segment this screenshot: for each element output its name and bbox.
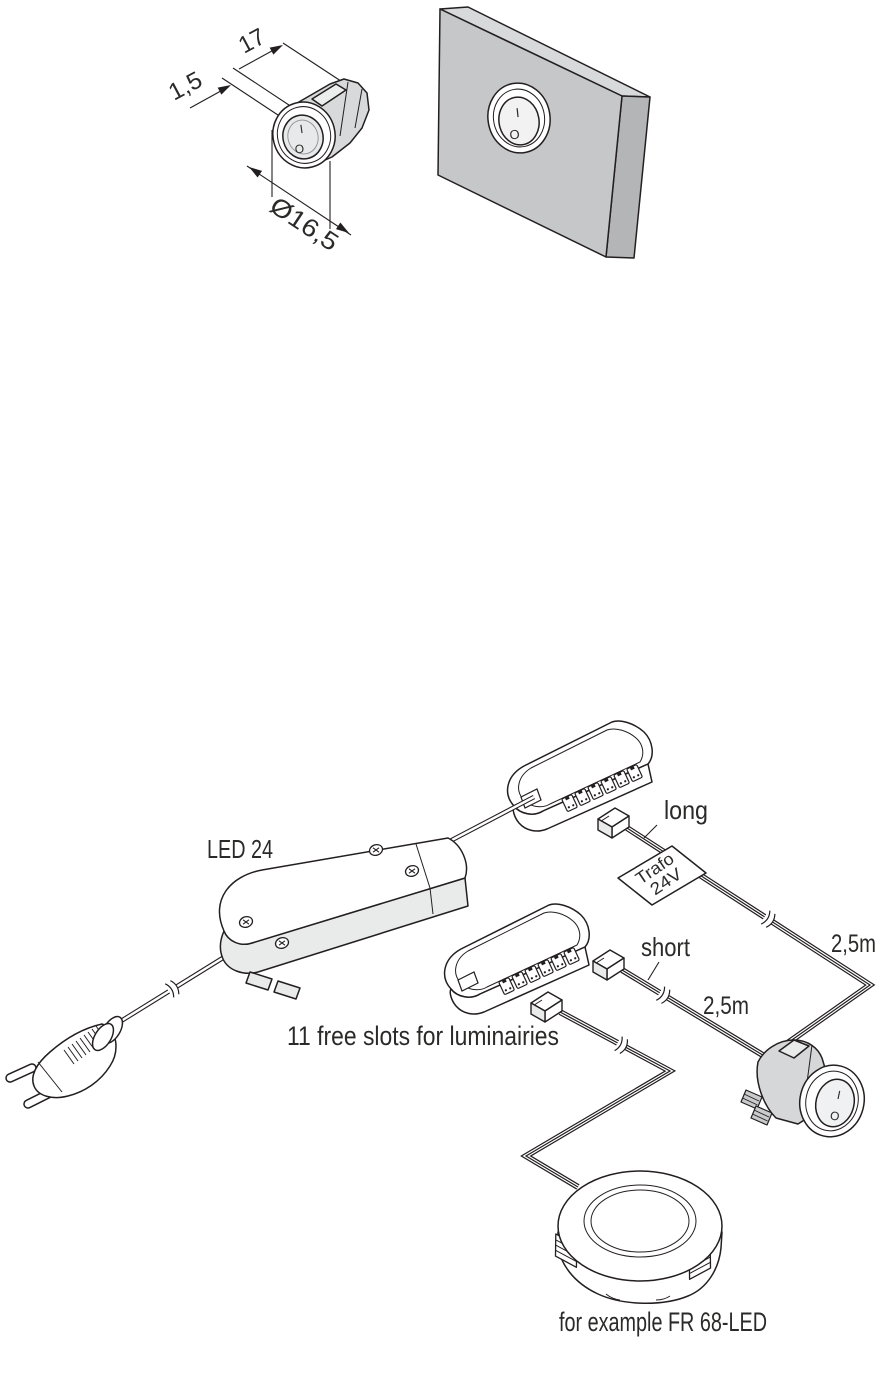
switch-body-facet-1 (339, 81, 349, 137)
extension-line-bezel-front (221, 77, 285, 120)
wall-panel-illustration: I O (437, 6, 651, 259)
plug-grommet-inner (91, 1022, 115, 1052)
luminaire-lens (590, 1189, 690, 1253)
plug-connector-long (597, 807, 630, 839)
luminaire-ring-mid (583, 1184, 697, 1258)
switch-rocker (282, 114, 324, 160)
short-label-leader (647, 961, 660, 981)
wiring-diagram: LED 24 Trafo (5, 720, 876, 1337)
luminaire-bottom-tab-1 (605, 1293, 621, 1301)
plug-connector-luminaire (530, 991, 563, 1023)
wired-switch-mark-on: I (836, 1088, 842, 1102)
led24-driver (218, 837, 469, 1000)
recessed-luminaire (551, 1170, 723, 1304)
dimension-depth-label: 17 (234, 23, 270, 59)
wired-switch-mark-off: O (829, 1108, 841, 1124)
switch-key-tab (311, 83, 347, 107)
panel-switch-mark-on: I (515, 105, 520, 120)
panel-switch-mark-off: O (509, 127, 521, 143)
short-length-label: 2,5m (703, 992, 749, 1020)
slots-note: 11 free slots for luminairies (287, 1021, 559, 1051)
short-label: short (641, 932, 691, 962)
driver-mount-clip-1 (245, 971, 273, 991)
switch-body-facet-2 (354, 88, 363, 129)
wired-switch-bezel-ring (805, 1070, 859, 1132)
arrowhead-depth (269, 45, 283, 55)
driver-label: LED 24 (207, 834, 273, 864)
distributor-block-1 (506, 720, 653, 832)
driver-seam-top (415, 843, 431, 889)
driver-top-face (218, 837, 468, 945)
trafo-tag-box (617, 845, 707, 906)
trafo-24v-tag: Trafo 24V (617, 845, 707, 906)
arrowhead-diameter-right (335, 222, 349, 233)
driver-mount-clip-2 (273, 980, 301, 1000)
luminaire-note: for example FR 68-LED (559, 1307, 767, 1337)
distributor-block-2 (443, 903, 590, 1015)
luminaire-bottom-tab-2 (655, 1295, 671, 1301)
long-cable (625, 825, 876, 1052)
long-label-leader (643, 824, 658, 839)
short-cable (620, 967, 768, 1060)
arrowhead-diameter-left (249, 167, 263, 178)
long-length-label: 2,5m (831, 930, 876, 958)
dimension-diameter-label: Ø16,5 (265, 192, 344, 257)
luminaire-cable (520, 1009, 677, 1190)
switch-terminal-1 (740, 1089, 763, 1110)
switch-terminal-2 (750, 1105, 773, 1126)
rocker-switch-3d: I O (272, 78, 370, 169)
panel-mounted-switch: I O (487, 82, 551, 154)
wired-rocker-switch: I O (740, 1039, 865, 1138)
dimension-line-diameter (246, 165, 352, 236)
luminaire-ring-outer (557, 1170, 723, 1282)
panel-switch-rocker (498, 96, 540, 146)
wired-switch-key-tab (778, 1039, 810, 1059)
plug-pin-1-inner (6, 1064, 36, 1082)
switch-bezel-ring (276, 106, 332, 164)
panel-switch-bezel-ring (492, 88, 546, 148)
long-label: long (664, 795, 708, 825)
switch-mark-off: O (294, 141, 305, 156)
switch-rocker-inner-line (287, 119, 319, 155)
switch-mark-on: I (299, 122, 304, 136)
power-plug (5, 1015, 124, 1109)
plug-face-edge (37, 1061, 63, 1093)
dimension-flange-label: 1,5 (164, 66, 207, 106)
plug-connector-short (592, 949, 625, 981)
wired-switch-rocker (814, 1078, 856, 1128)
driver-seam-front (429, 887, 434, 915)
arrowhead-flange (217, 85, 231, 95)
switch-dimension-drawing: I O 17 1,5 Ø16,5 (164, 23, 370, 257)
